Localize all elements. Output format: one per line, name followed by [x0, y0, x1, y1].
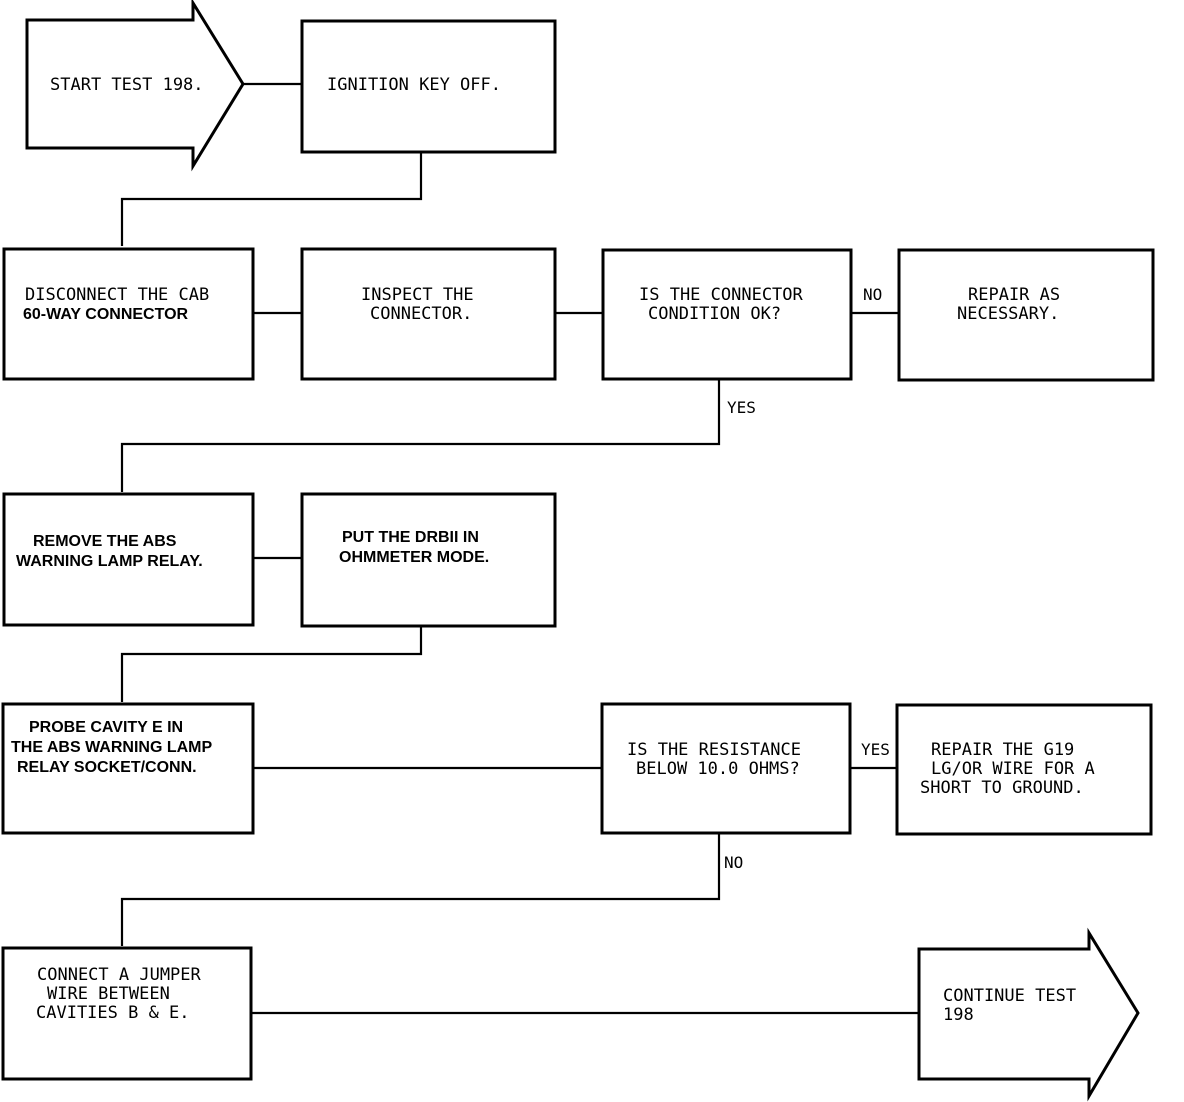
inspect-text: INSPECT THE CONNECTOR. [361, 285, 484, 324]
probe-cavity-box [1, 702, 255, 835]
connectors [120, 82, 919, 1015]
arrow-question-yes [120, 379, 721, 492]
connector-ok-question-text: IS THE CONNECTOR CONDITION OK? [639, 285, 813, 324]
jumper-box [1, 946, 253, 1081]
resistance-question-box [600, 702, 852, 835]
arrow-resistance-no [120, 833, 721, 946]
remove-relay-text: REMOVE THE ABS WARNING LAMP RELAY. [16, 533, 203, 570]
arrow-ignition-to-disconnect [120, 152, 423, 246]
arrow-drbii-to-probe [120, 626, 423, 702]
continue-text: CONTINUE TEST 198 [943, 986, 1086, 1025]
start-arrow-shape [25, 0, 245, 172]
label-yes-connector: YES [727, 398, 756, 417]
label-no-resistance: NO [724, 853, 743, 872]
disconnect-text-line2: 60-WAY CONNECTOR [23, 306, 189, 323]
start-text: START TEST 198. [50, 75, 204, 95]
remove-relay-box [2, 492, 255, 627]
continue-arrow-shape [917, 927, 1140, 1102]
connector-ok-question-box [601, 248, 853, 381]
label-no-connector: NO [863, 285, 882, 304]
repair-connector-text: REPAIR AS NECESSARY. [957, 285, 1070, 324]
drbii-mode-box [300, 492, 557, 628]
disconnect-box [2, 247, 255, 381]
disconnect-text: DISCONNECT THE CAB [25, 285, 209, 305]
drbii-mode-text: PUT THE DRBII IN OHMMETER MODE. [339, 529, 489, 566]
repair-wire-text: REPAIR THE G19 LG/OR WIRE FOR A SHORT TO… [920, 740, 1105, 798]
probe-cavity-text: PROBE CAVITY E IN THE ABS WARNING LAMP R… [11, 719, 216, 776]
jumper-text: CONNECT A JUMPER WIRE BETWEEN CAVITIES B… [36, 965, 211, 1023]
repair-wire-box [895, 703, 1153, 836]
repair-connector-box [897, 248, 1155, 382]
ignition-off-box [300, 19, 557, 154]
resistance-question-text: IS THE RESISTANCE BELOW 10.0 OHMS? [627, 740, 811, 779]
inspect-box [300, 247, 557, 381]
label-yes-resistance: YES [861, 740, 890, 759]
ignition-off-text: IGNITION KEY OFF. [327, 75, 501, 95]
